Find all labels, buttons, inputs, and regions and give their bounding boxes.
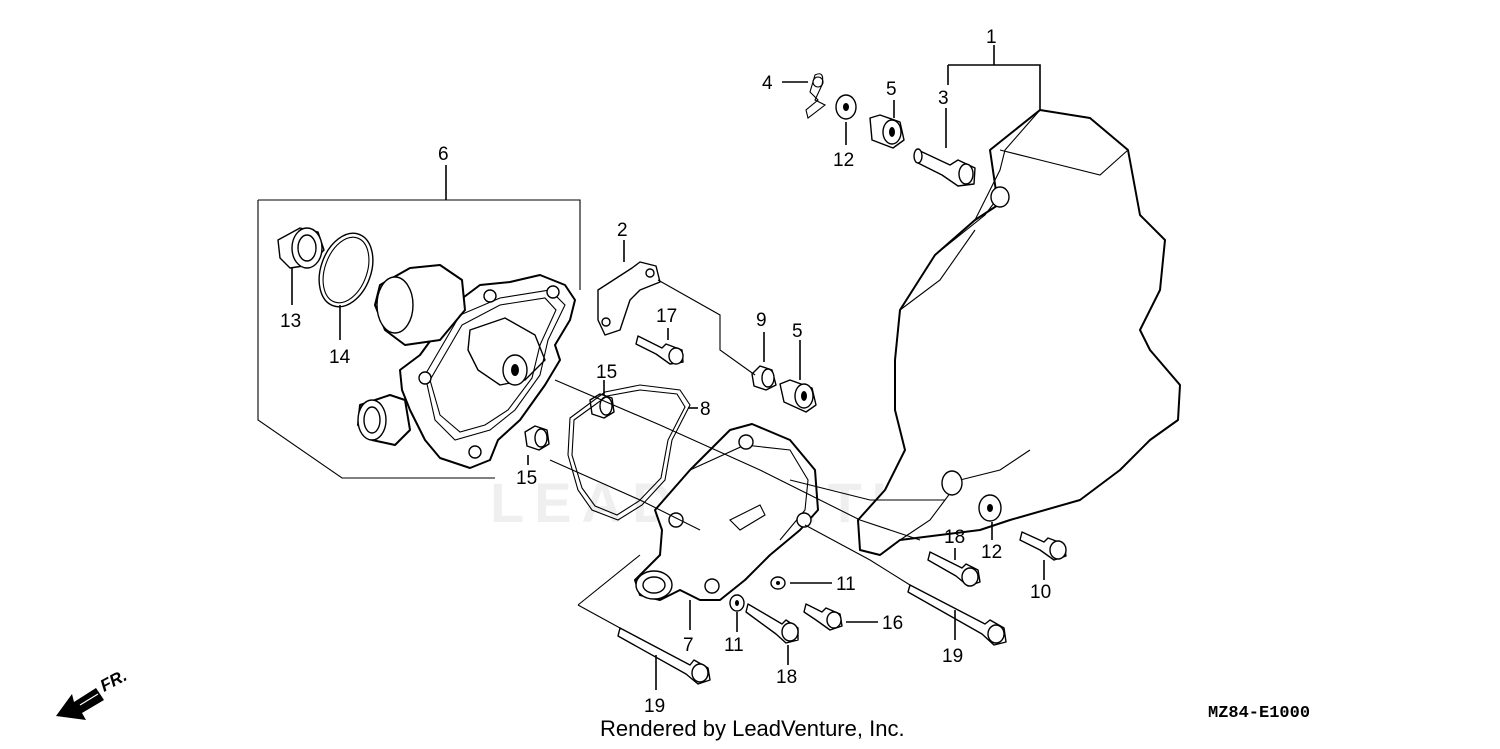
callout-19-left: 19 bbox=[644, 696, 665, 717]
front-direction-label: FR. bbox=[97, 666, 130, 696]
washer-part-11-lower[interactable] bbox=[729, 594, 745, 612]
callout-16: 16 bbox=[882, 613, 903, 634]
callout-15-lower: 15 bbox=[516, 468, 537, 489]
washer-part-12-top[interactable] bbox=[835, 94, 857, 120]
collar-part-9[interactable] bbox=[751, 365, 777, 391]
leader-lines bbox=[291, 45, 1045, 690]
oil-seal-part-13[interactable] bbox=[277, 227, 325, 269]
water-pump-assembly-box bbox=[257, 199, 581, 479]
callout-11-upper: 11 bbox=[836, 574, 856, 595]
pump-cover-part-7[interactable] bbox=[634, 423, 819, 601]
bolt-part-16[interactable] bbox=[803, 603, 843, 631]
stay-part-2[interactable] bbox=[597, 261, 661, 336]
gasket-part-8[interactable] bbox=[567, 384, 691, 521]
bolt-part-19-left[interactable] bbox=[617, 627, 711, 685]
bolt-part-17[interactable] bbox=[635, 335, 684, 365]
callout-19-right: 19 bbox=[942, 646, 963, 667]
clip-part-4[interactable] bbox=[805, 73, 827, 119]
callout-4: 4 bbox=[762, 73, 773, 94]
bolt-part-19-right[interactable] bbox=[907, 584, 1007, 646]
water-pump-housing-part-6[interactable] bbox=[357, 264, 576, 469]
side-cover-part[interactable] bbox=[857, 109, 1181, 556]
callout-5-top: 5 bbox=[886, 79, 897, 100]
grommet-part-5-top[interactable] bbox=[869, 114, 905, 149]
diagram-code: MZ84-E1000 bbox=[1208, 704, 1311, 723]
callout-6: 6 bbox=[438, 144, 449, 165]
callout-labels: 1 2 3 4 5 5 6 7 8 9 10 11 11 12 12 13 14… bbox=[280, 27, 1051, 717]
callout-9: 9 bbox=[756, 310, 767, 331]
grommet-part-5-mid[interactable] bbox=[779, 379, 817, 413]
dowel-pin-part-15-upper[interactable] bbox=[589, 393, 615, 419]
callout-11-lower: 11 bbox=[724, 635, 744, 656]
bolt-part-18-lower[interactable] bbox=[745, 603, 799, 644]
callout-3: 3 bbox=[938, 88, 949, 109]
bolt-part-10[interactable] bbox=[1019, 531, 1067, 561]
callout-18-lower: 18 bbox=[776, 667, 797, 688]
callout-17: 17 bbox=[656, 306, 677, 327]
footer-credit: Rendered by LeadVenture, Inc. bbox=[600, 716, 905, 741]
callout-10: 10 bbox=[1030, 582, 1051, 603]
callout-12-right: 12 bbox=[981, 542, 1002, 563]
callout-2: 2 bbox=[617, 220, 628, 241]
callout-18-right: 18 bbox=[944, 527, 965, 548]
o-ring-part-14[interactable] bbox=[310, 226, 383, 315]
callout-5-mid: 5 bbox=[792, 321, 803, 342]
pin-part-3[interactable] bbox=[913, 148, 976, 187]
bolt-part-18-right[interactable] bbox=[927, 551, 981, 587]
dowel-pin-part-15-lower[interactable] bbox=[524, 425, 550, 451]
washer-part-12-right[interactable] bbox=[978, 494, 1002, 522]
callout-12-top: 12 bbox=[833, 150, 854, 171]
callout-15-upper: 15 bbox=[596, 362, 617, 383]
callout-7: 7 bbox=[683, 635, 694, 656]
front-direction-arrow: FR. bbox=[56, 666, 130, 720]
callout-1: 1 bbox=[986, 27, 997, 48]
callout-14: 14 bbox=[329, 347, 351, 368]
washer-part-11-upper[interactable] bbox=[770, 576, 786, 590]
callout-8: 8 bbox=[700, 399, 711, 420]
callout-13: 13 bbox=[280, 311, 301, 332]
